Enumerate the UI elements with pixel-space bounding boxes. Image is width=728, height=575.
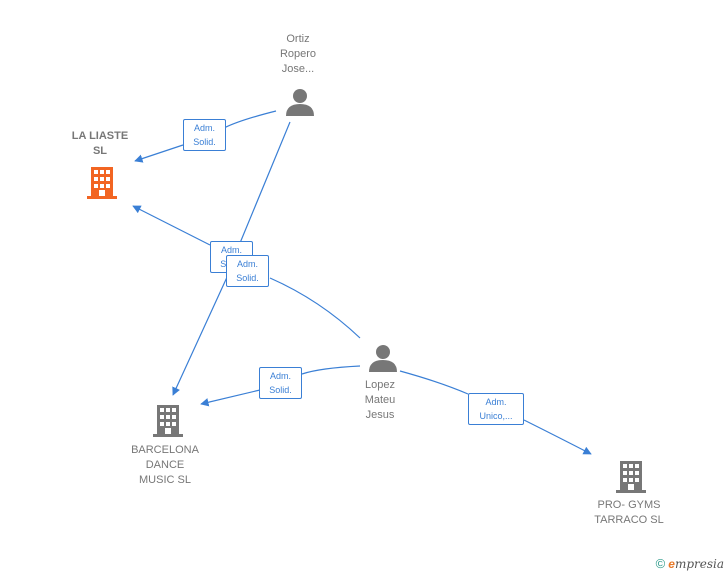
edge-lopez-barcelona (201, 365, 361, 404)
edge-ortiz-laliaste (135, 110, 277, 161)
edge-lopez-laliaste (133, 206, 361, 339)
building-icon-barcelona[interactable] (153, 405, 183, 437)
brand-logo-initial: e (668, 557, 675, 571)
brand-footer: ©empresia (656, 556, 724, 571)
person-icon-lopez[interactable] (369, 345, 397, 372)
person-icon-ortiz[interactable] (286, 89, 314, 116)
node-label-ortiz[interactable]: Ortiz Ropero Jose... (279, 33, 317, 75)
edge-label-ortiz-laliaste: Adm. Solid. (183, 119, 226, 151)
edge-label-lopez-barcelona: Adm. Solid. (259, 367, 302, 399)
edge-label-ortiz-barcelona: Adm. Solid. (226, 255, 269, 287)
building-icon-progyms[interactable] (616, 461, 646, 493)
node-label-progyms[interactable]: PRO- GYMS TARRACO SL (594, 499, 664, 526)
brand-logo-text: mpresia (674, 557, 724, 571)
node-label-lopez[interactable]: Lopez Mateu Jesus (364, 379, 396, 421)
edge-ortiz-barcelona (173, 121, 291, 395)
edge-lopez-progyms (399, 370, 591, 454)
building-icon-la-liaste[interactable] (87, 167, 117, 199)
node-label-barcelona[interactable]: BARCELONA DANCE MUSIC SL (131, 444, 199, 486)
node-label-la-liaste[interactable]: LA LIASTE SL (71, 130, 129, 157)
edge-label-lopez-progyms: Adm. Unico,... (468, 393, 524, 425)
copyright-icon: © (655, 556, 666, 571)
